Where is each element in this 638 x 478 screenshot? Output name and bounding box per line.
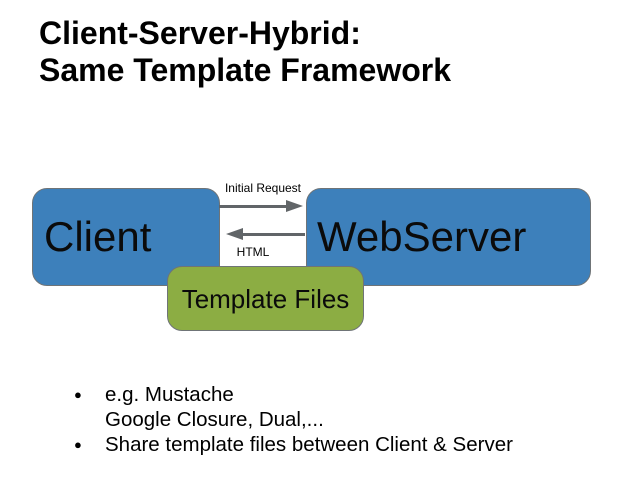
client-box-label: Client (44, 213, 152, 260)
title-line-2: Same Template Framework (39, 52, 452, 88)
left-arrow-head (226, 228, 243, 240)
template-files-box: Template Files (167, 266, 364, 331)
list-item-line: e.g. Mustache (105, 383, 234, 406)
list-item-line: Google Closure, Dual,... (105, 408, 324, 431)
bullet-icon: ● (74, 387, 82, 402)
bullet-list: ● e.g. Mustache Google Closure, Dual,...… (74, 382, 619, 457)
right-arrow-head (286, 200, 303, 212)
html-response-label: HTML (236, 245, 270, 259)
webserver-box: WebServer (306, 188, 591, 286)
list-item-line: Share template files between Client & Se… (105, 433, 513, 456)
template-files-box-label: Template Files (181, 283, 350, 314)
webserver-box-label: WebServer (317, 213, 527, 260)
list-item-text: Share template files between Client & Se… (105, 432, 619, 457)
initial-request-label: Initial Request (224, 181, 302, 195)
right-arrow-shaft (219, 205, 287, 208)
page-title: Client-Server-Hybrid: Same Template Fram… (39, 15, 599, 89)
list-item-text: e.g. Mustache Google Closure, Dual,... (105, 382, 619, 432)
list-item: ● e.g. Mustache Google Closure, Dual,... (74, 382, 619, 432)
list-item: ● Share template files between Client & … (74, 432, 619, 457)
bullet-icon: ● (74, 437, 82, 452)
client-box: Client (32, 188, 220, 286)
left-arrow-shaft (242, 233, 305, 236)
title-line-1: Client-Server-Hybrid: (39, 15, 361, 51)
